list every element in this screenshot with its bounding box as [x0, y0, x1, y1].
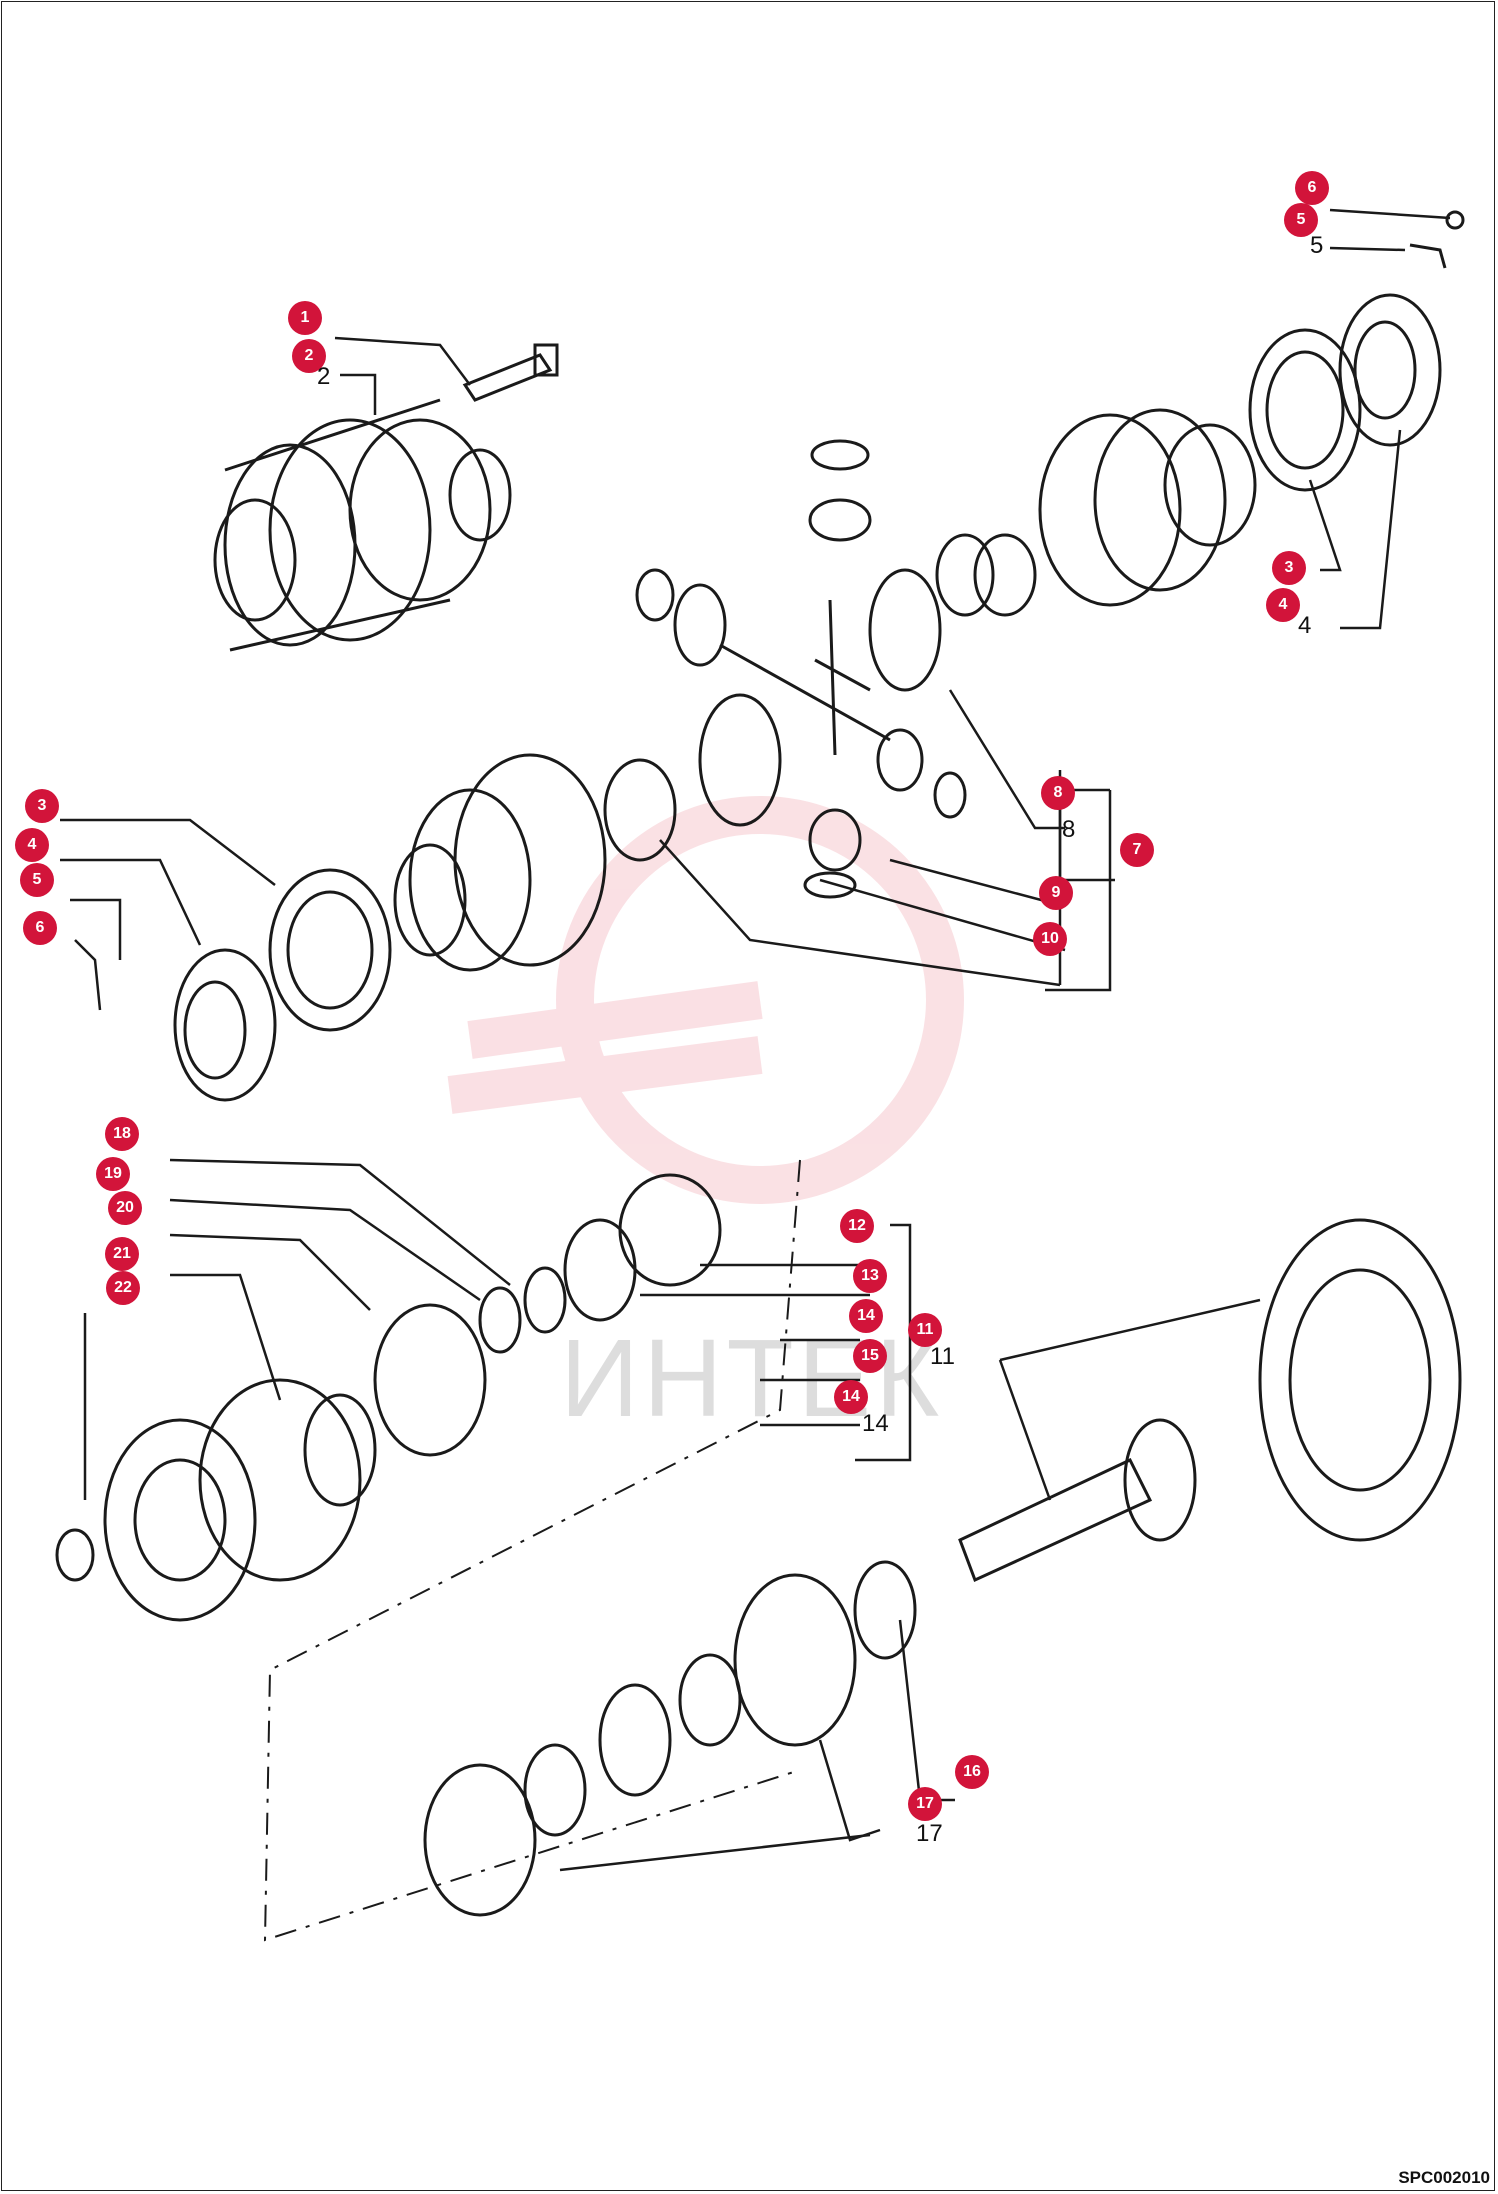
callout-14-b: 14: [834, 1380, 868, 1414]
document-code: SPC002010: [1398, 2168, 1490, 2187]
pinion-flange: [103, 1378, 377, 1622]
leader-lines: [60, 208, 1451, 1872]
callout-8: 8: [1041, 776, 1075, 810]
seal-and-rings: [55, 1173, 722, 1582]
callout-5-top: 5: [1284, 203, 1318, 237]
callout-3-left: 3: [25, 789, 59, 823]
callout-21: 21: [105, 1237, 139, 1271]
plain-label-5: 5: [1310, 232, 1324, 259]
callout-3-right: 3: [1272, 551, 1306, 585]
race-top-right: [1338, 293, 1442, 447]
callout-12: 12: [840, 1209, 874, 1243]
plain-label-8: 8: [1062, 816, 1076, 843]
callout-4-right: 4: [1266, 588, 1300, 622]
bearing-mid-left: [268, 868, 392, 1032]
callout-7: 7: [1120, 833, 1154, 867]
callout-22: 22: [106, 1271, 140, 1305]
callout-6-left: 6: [23, 911, 57, 945]
pinion-shaft: [958, 1418, 1197, 1583]
carrier-housing-mid: [393, 693, 782, 972]
bearing-top-right: [1248, 328, 1362, 492]
callout-5-left: 5: [20, 863, 54, 897]
plain-label-4: 4: [1298, 612, 1312, 639]
callout-4-left: 4: [15, 828, 49, 862]
callout-14-a: 14: [849, 1299, 883, 1333]
callout-15: 15: [853, 1339, 887, 1373]
callout-19: 19: [96, 1157, 130, 1191]
plain-label-2: 2: [317, 363, 331, 390]
callout-13: 13: [853, 1259, 887, 1293]
callout-20: 20: [108, 1191, 142, 1225]
watermark-text: ИНТЕК: [560, 1317, 944, 1440]
callout-2: 2: [292, 339, 326, 373]
callout-10: 10: [1033, 922, 1067, 956]
bolt: [462, 343, 559, 402]
clip-top-right: [1409, 210, 1465, 269]
plain-label-14: 14: [862, 1410, 889, 1437]
callout-9: 9: [1039, 876, 1073, 910]
lower-bearings: [423, 1560, 917, 1917]
crown-wheel: [1258, 1218, 1462, 1542]
plain-label-17: 17: [916, 1820, 943, 1847]
race-mid-left: [173, 948, 277, 1102]
plain-label-11: 11: [930, 1343, 955, 1370]
callout-11: 11: [908, 1313, 942, 1347]
callout-6-top: 6: [1295, 171, 1329, 205]
callout-16: 16: [955, 1755, 989, 1789]
callout-17: 17: [908, 1787, 942, 1821]
callout-18: 18: [105, 1117, 139, 1151]
spider-gears: [635, 439, 995, 899]
callout-1: 1: [288, 301, 322, 335]
differential-housing-left: [213, 398, 512, 652]
differential-housing-right: [973, 408, 1257, 617]
